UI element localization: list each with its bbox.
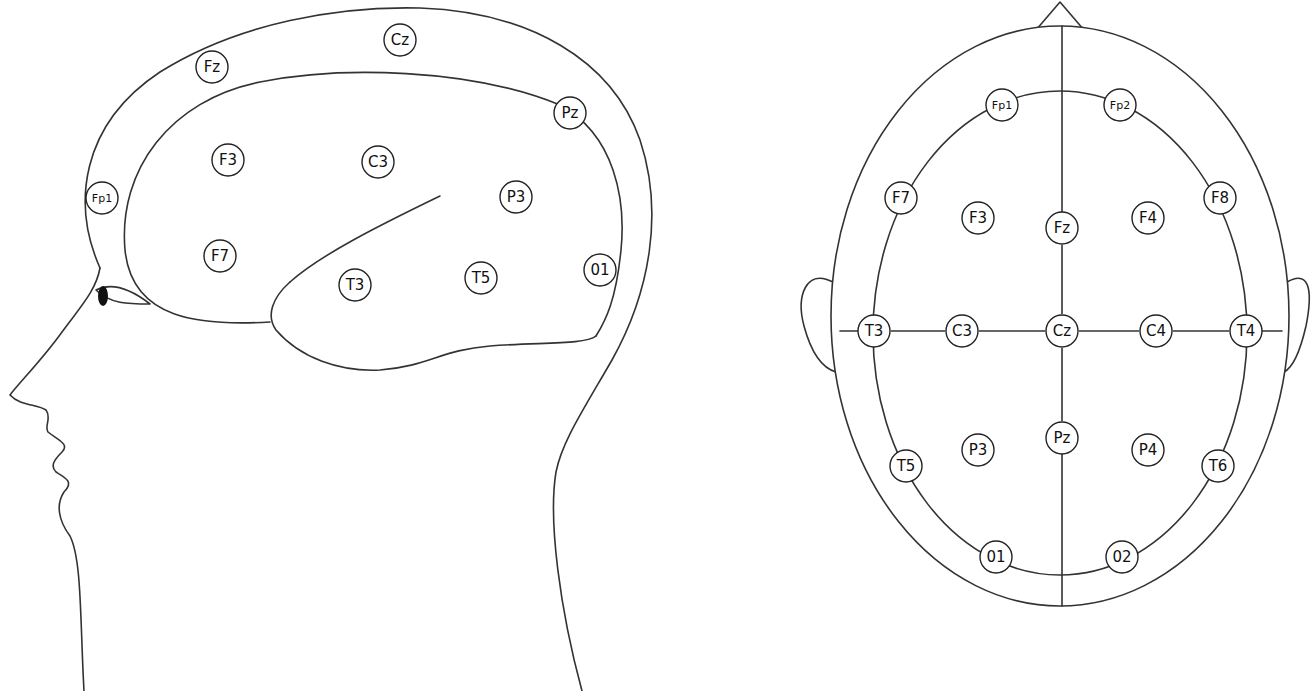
electrode-label: F4 <box>1139 211 1157 226</box>
electrode-label: F7 <box>211 249 229 264</box>
electrode: Pz <box>1045 421 1079 455</box>
electrode: C3 <box>945 314 979 348</box>
electrode: Pz <box>553 96 587 130</box>
electrode-label: C4 <box>1146 324 1166 339</box>
electrode: Fp1 <box>985 88 1019 122</box>
electrode-line <box>1061 245 1063 314</box>
electrode-label: T6 <box>1209 459 1228 474</box>
electrode: F3 <box>961 201 995 235</box>
electrode-label: P3 <box>969 443 988 458</box>
midline <box>1061 438 1063 606</box>
electrode-label: F8 <box>1211 191 1229 206</box>
electrode-label: 01 <box>590 263 609 278</box>
pupil <box>98 286 108 306</box>
electrode: T6 <box>1201 449 1235 483</box>
electrode-label: P3 <box>507 190 526 205</box>
electrode: F4 <box>1131 201 1165 235</box>
electrode: P3 <box>499 180 533 214</box>
electrode-label: Fz <box>1054 221 1071 236</box>
brain-outline <box>124 72 622 336</box>
electrode-line <box>891 330 945 332</box>
electrode: Cz <box>1045 314 1079 348</box>
electrode-label: Fz <box>204 60 221 75</box>
inner-ring <box>873 91 1247 575</box>
midline <box>1061 26 1063 228</box>
electrode: C3 <box>361 145 395 179</box>
electrode: P3 <box>961 433 995 467</box>
electrode-line <box>1079 330 1139 332</box>
electrode: F7 <box>203 239 237 273</box>
electrode-label: Fp1 <box>92 193 112 204</box>
electrode-label: Cz <box>391 33 409 48</box>
electrode-label: Fp1 <box>992 100 1012 111</box>
electrode-label: T3 <box>346 278 365 293</box>
electrode: Fz <box>1045 211 1079 245</box>
electrode-label: Pz <box>562 106 579 121</box>
electrode-label: C3 <box>952 324 972 339</box>
electrode-label: Pz <box>1054 431 1071 446</box>
electrode-label: T3 <box>865 324 884 339</box>
electrode-line <box>1061 348 1063 421</box>
face-profile <box>10 268 100 691</box>
electrode-label: 01 <box>986 550 1005 565</box>
electrode: Fp2 <box>1103 88 1137 122</box>
electrode: T3 <box>338 268 372 302</box>
electrode-label: T5 <box>472 271 491 286</box>
electrode-label: F3 <box>969 211 987 226</box>
electrode: C4 <box>1139 314 1173 348</box>
lateral-fissure <box>290 196 440 282</box>
electrode: F7 <box>884 181 918 215</box>
electrode-label: F7 <box>892 191 910 206</box>
electrode: Fp1 <box>85 181 119 215</box>
electrode: F3 <box>211 143 245 177</box>
electrode: 02 <box>1105 540 1139 574</box>
electrode-label: F3 <box>219 153 237 168</box>
electrode: Cz <box>383 23 417 57</box>
head-outline <box>85 8 652 691</box>
electrode-label: Cz <box>1053 324 1071 339</box>
electrode-label: T4 <box>1237 324 1256 339</box>
outer-head <box>831 26 1289 606</box>
electrode-label: T5 <box>897 459 916 474</box>
electrode: 01 <box>979 540 1013 574</box>
electrode-label: Fp2 <box>1110 100 1130 111</box>
electrode: T3 <box>857 314 891 348</box>
electrode: P4 <box>1131 433 1165 467</box>
electrode-line <box>1173 330 1229 332</box>
electrode: 01 <box>583 253 617 287</box>
temporal-lobe <box>271 282 596 370</box>
electrode-line <box>979 330 1045 332</box>
electrode: T5 <box>889 449 923 483</box>
electrode-label: C3 <box>368 155 388 170</box>
electrode: T5 <box>464 261 498 295</box>
electrode: T4 <box>1229 314 1263 348</box>
electrode: F8 <box>1203 181 1237 215</box>
electrode: Fz <box>195 50 229 84</box>
electrode-label: 02 <box>1112 550 1131 565</box>
electrode-label: P4 <box>1139 443 1158 458</box>
